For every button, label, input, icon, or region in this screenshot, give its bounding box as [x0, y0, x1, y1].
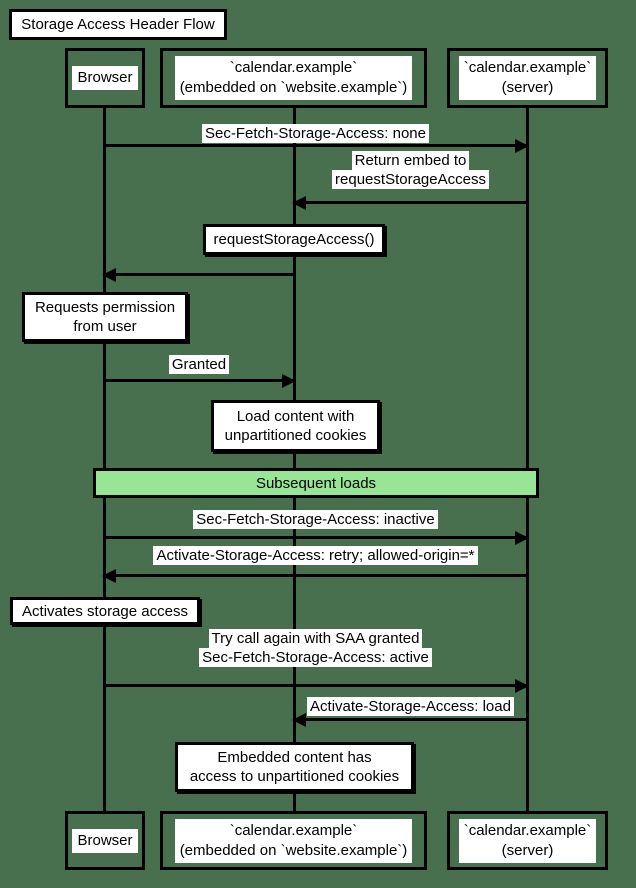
note-text: access to unpartitioned cookies — [189, 768, 400, 785]
message-try-again-label: Try call again with SAA granted Sec-Fetc… — [104, 629, 527, 667]
participant-label-line: (embedded on `website.example`) — [179, 79, 408, 96]
message-text: Activate-Storage-Access: retry; allowed-… — [153, 546, 478, 565]
participant-server-label: `calendar.example` (server) — [458, 56, 597, 100]
participant-embed-bottom: `calendar.example` (embedded on `website… — [160, 811, 427, 870]
note-requests-permission: Requests permission from user — [22, 292, 188, 342]
note-request-storage-access: requestStorageAccess() — [203, 224, 385, 255]
participant-label-line: Browser — [77, 831, 133, 849]
participant-browser-label: Browser — [72, 66, 138, 90]
arrow-request-storage-access — [104, 273, 294, 276]
arrow-return-embed — [294, 201, 527, 204]
diagram-title-text: Storage Access Header Flow — [21, 16, 215, 33]
note-embedded-access: Embedded content has access to unpartiti… — [175, 742, 414, 792]
note-load-content: Load content with unpartitioned cookies — [211, 400, 380, 452]
arrow-try-again — [104, 684, 527, 687]
message-activate-retry-label: Activate-Storage-Access: retry; allowed-… — [104, 546, 527, 565]
participant-label-line: (server) — [501, 841, 554, 859]
message-text: Return embed to — [351, 151, 470, 170]
participant-embed-label: `calendar.example` (embedded on `website… — [174, 56, 413, 100]
note-activates-storage: Activates storage access — [10, 597, 200, 625]
arrow-activate-retry — [104, 574, 527, 577]
message-return-embed-label: Return embed to requestStorageAccess — [294, 151, 527, 189]
participant-label-line: `calendar.example` — [229, 59, 358, 76]
participant-browser-top: Browser — [65, 48, 145, 108]
message-text: Sec-Fetch-Storage-Access: inactive — [193, 510, 438, 529]
lifeline-embed — [293, 108, 296, 811]
note-text: Load content with — [236, 408, 355, 425]
lifeline-browser — [103, 108, 106, 811]
participant-browser-label: Browser — [72, 828, 138, 853]
message-text: requestStorageAccess — [332, 170, 489, 189]
message-text: Sec-Fetch-Storage-Access: active — [199, 648, 432, 667]
diagram-title: Storage Access Header Flow — [9, 9, 227, 40]
participant-label-line: (embedded on `website.example`) — [179, 841, 408, 859]
message-text: Try call again with SAA granted — [208, 629, 423, 648]
participant-embed-label: `calendar.example` (embedded on `website… — [174, 818, 413, 863]
participant-label-line: `calendar.example` — [229, 821, 358, 839]
arrow-activate-load — [294, 718, 527, 721]
participant-server-label: `calendar.example` (server) — [458, 818, 597, 863]
message-sec-fetch-none-label: Sec-Fetch-Storage-Access: none — [104, 124, 527, 143]
arrow-granted — [104, 379, 294, 382]
divider-text: Subsequent loads — [255, 474, 377, 492]
divider-subsequent-loads: Subsequent loads — [93, 468, 539, 498]
participant-label-line: Browser — [77, 69, 133, 86]
participant-label-line: `calendar.example` — [463, 821, 592, 839]
message-sec-fetch-inactive-label: Sec-Fetch-Storage-Access: inactive — [104, 510, 527, 529]
note-text: Requests permission — [34, 299, 176, 316]
note-text: requestStorageAccess() — [213, 231, 375, 248]
participant-label-line: (server) — [501, 79, 554, 96]
message-text: Sec-Fetch-Storage-Access: none — [202, 124, 429, 143]
participant-embed-top: `calendar.example` (embedded on `website… — [160, 48, 427, 108]
participant-label-line: `calendar.example` — [463, 59, 592, 76]
note-text: unpartitioned cookies — [224, 427, 367, 444]
participant-server-top: `calendar.example` (server) — [447, 48, 608, 108]
note-text: Embedded content has — [217, 749, 372, 766]
arrow-sec-fetch-inactive — [104, 536, 527, 539]
message-activate-load-label: Activate-Storage-Access: load — [294, 697, 527, 716]
arrow-sec-fetch-none — [104, 144, 527, 147]
lifeline-server — [526, 108, 529, 811]
message-text: Granted — [168, 355, 230, 374]
message-text: Activate-Storage-Access: load — [307, 697, 514, 716]
note-text: from user — [73, 318, 137, 335]
message-granted-label: Granted — [104, 355, 294, 374]
participant-server-bottom: `calendar.example` (server) — [447, 811, 608, 870]
note-text: Activates storage access — [22, 602, 188, 620]
participant-browser-bottom: Browser — [65, 811, 145, 870]
